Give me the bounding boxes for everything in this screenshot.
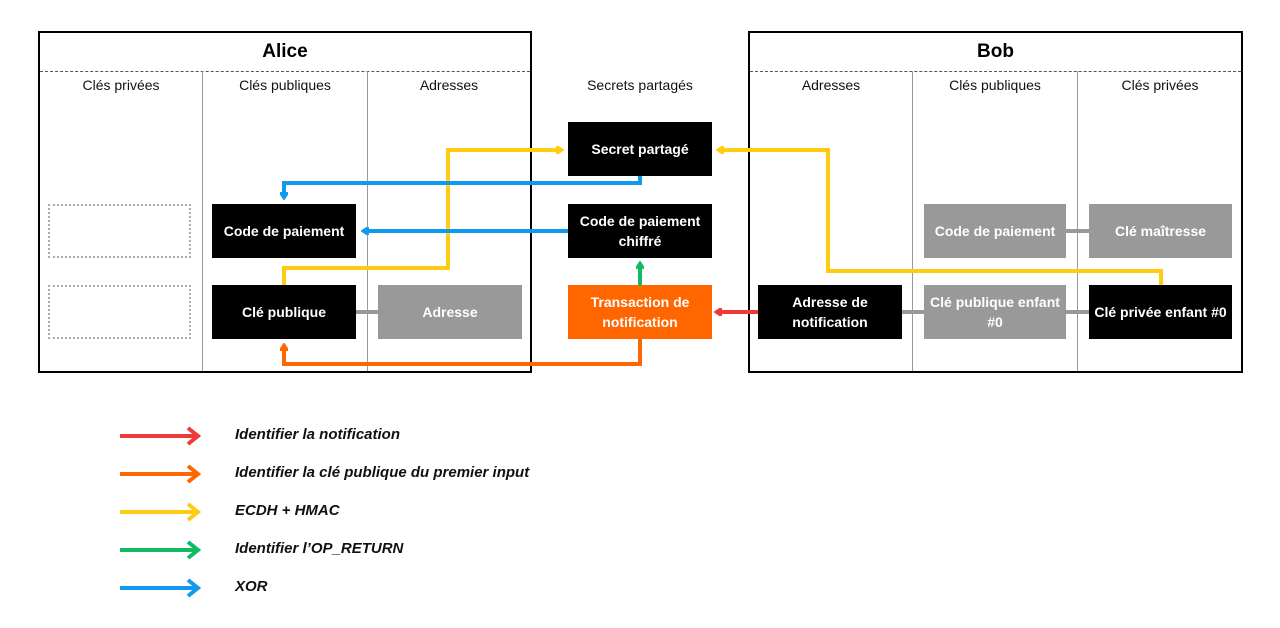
legend-arrow-yellow	[120, 502, 202, 522]
bob-col-private-keys: Clés privées	[1121, 77, 1199, 93]
alice-private-key-placeholder	[48, 204, 191, 258]
alice-col-addresses: Adresses	[419, 77, 479, 93]
bob-col-divider	[912, 71, 913, 371]
alice-address-node: Adresse	[378, 285, 522, 339]
arrow-xor-secret	[284, 176, 642, 198]
alice-payment-code-node: Code de paiement	[212, 204, 356, 258]
bob-title: Bob	[750, 33, 1241, 72]
legend-arrow-green	[120, 540, 202, 560]
arrow-first-input	[284, 339, 642, 366]
alice-col-public-keys: Clés publiques	[239, 77, 331, 93]
encrypted-payment-code-node: Code de paiement chiffré	[568, 204, 712, 258]
legend-arrow-orange	[120, 464, 202, 484]
bob-col-divider	[1077, 71, 1078, 371]
arrow-ecdh-bob	[718, 150, 1163, 285]
alice-col-divider	[202, 71, 203, 371]
legend-label: Identifier la notification	[235, 426, 401, 443]
alice-private-key-placeholder	[48, 285, 191, 339]
legend-label: ECDH + HMAC	[235, 502, 340, 519]
bob-col-public-keys: Clés publiques	[949, 77, 1041, 93]
legend-arrow-blue	[120, 578, 202, 598]
legend-item: Identifier la clé publique du premier in…	[118, 462, 529, 486]
notification-transaction-node: Transaction de notification	[568, 285, 712, 339]
legend-item: Identifier la notification	[118, 424, 400, 448]
alice-col-private-keys: Clés privées	[82, 77, 160, 93]
bob-payment-code-node: Code de paiement	[924, 204, 1066, 258]
alice-col-divider	[367, 71, 368, 371]
legend-label: XOR	[235, 578, 268, 595]
shared-secret-node: Secret partagé	[568, 122, 712, 176]
bob-master-key-node: Clé maîtresse	[1089, 204, 1232, 258]
legend-label: Identifier l’OP_RETURN	[235, 540, 404, 557]
shared-secrets-col-label: Secrets partagés	[587, 77, 693, 93]
legend-item: Identifier l’OP_RETURN	[118, 538, 403, 562]
bob-notification-address-node: Adresse de notification	[758, 285, 902, 339]
arrow-ecdh-alice	[282, 150, 562, 285]
legend-item: XOR	[118, 576, 268, 600]
bob-child-public-key-node: Clé publique enfant #0	[924, 285, 1066, 339]
alice-title: Alice	[40, 33, 530, 72]
legend-label: Identifier la clé publique du premier in…	[235, 464, 530, 481]
bob-child-private-key-node: Clé privée enfant #0	[1089, 285, 1232, 339]
alice-public-key-node: Clé publique	[212, 285, 356, 339]
legend-arrow-red	[120, 426, 202, 446]
bob-col-addresses: Adresses	[801, 77, 861, 93]
legend-item: ECDH + HMAC	[118, 500, 340, 524]
